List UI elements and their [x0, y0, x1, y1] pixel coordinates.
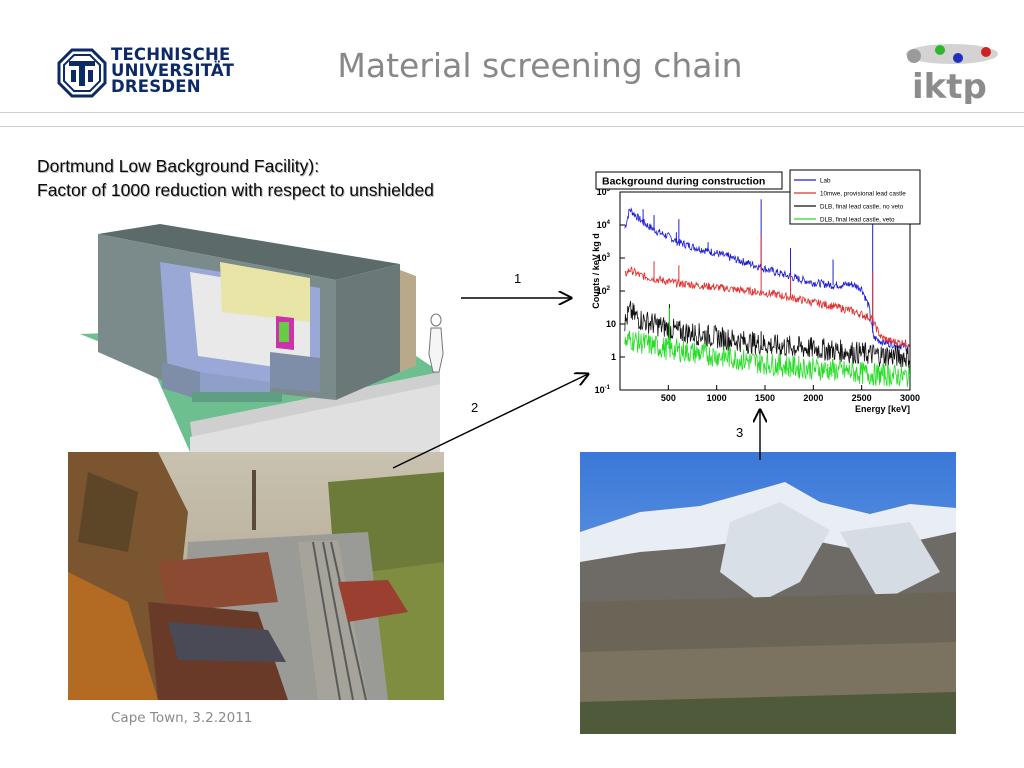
- x-tick-label-5: 3000: [900, 393, 920, 403]
- background-spectrum-chart: 500 1000 1500 2000 2500 3000 10-1 1 10 102 103 104 1…: [588, 168, 924, 424]
- iktp-logo: iktp: [900, 40, 1004, 107]
- legend-entry-3: DLB, final lead castle, veto: [820, 217, 895, 224]
- y-tick-label-2: 10: [606, 319, 616, 329]
- chart-title: Background during construction: [602, 176, 765, 188]
- x-tick-label-0: 500: [661, 393, 676, 403]
- tu-dresden-wordmark: TECHNISCHE UNIVERSITÄT DRESDEN: [111, 45, 235, 96]
- subtitle-line-1: Dortmund Low Background Facility):: [37, 156, 320, 176]
- y-tick-label-4: 103: [597, 253, 611, 263]
- facility-cutaway-illustration: [80, 222, 450, 452]
- spectrum-chart-svg: 500 1000 1500 2000 2500 3000 10-1 1 10 102 103 104 1…: [591, 169, 921, 414]
- arrow-label-3: 3: [736, 425, 743, 440]
- iktp-wordmark: iktp: [912, 67, 987, 104]
- footer-text: Cape Town, 3.2.2011: [111, 710, 253, 726]
- y-tick-label-5: 104: [597, 220, 611, 230]
- x-tick-label-1: 1000: [707, 393, 727, 403]
- series-line-1: [624, 266, 910, 348]
- tu-dresden-logo: TECHNISCHE UNIVERSITÄT DRESDEN: [57, 46, 234, 100]
- series-line-2: [624, 300, 910, 368]
- dortmund-facility-photo: [68, 452, 444, 700]
- y-tick-label-3: 102: [597, 286, 611, 296]
- arrow-label-1: 1: [514, 271, 521, 286]
- x-tick-label-4: 2500: [852, 393, 872, 403]
- x-axis-label: Energy [keV]: [855, 404, 910, 414]
- arrow-label-2: 2: [471, 400, 478, 415]
- page-title: Material screening chain: [337, 46, 743, 85]
- plot-frame: [619, 191, 911, 391]
- header-divider-secondary: [0, 126, 1024, 127]
- y-axis-label: Counts / keV kg d: [591, 233, 601, 309]
- legend-entry-2: DLB, final lead castle, no veto: [820, 204, 904, 211]
- y-tick-label-1: 1: [611, 352, 616, 362]
- x-tick-label-3: 2000: [803, 393, 823, 403]
- legend-entry-1: 10mwe, provisional lead castle: [820, 191, 906, 198]
- subtitle-line-2: Factor of 1000 reduction with respect to…: [37, 180, 434, 200]
- iktp-emblem-icon: iktp: [906, 44, 998, 107]
- legend-box: [789, 169, 921, 225]
- x-tick-label-2: 1500: [755, 393, 775, 403]
- header-divider: [0, 112, 1024, 113]
- chart-title-box: [595, 171, 783, 190]
- legend-entry-0: Lab: [820, 178, 831, 185]
- slide-subtitle: Dortmund Low Background Facility): Facto…: [37, 154, 434, 202]
- series-line-3: [624, 330, 910, 388]
- tu-dresden-emblem-icon: [57, 48, 107, 98]
- mountain-photo: [580, 452, 956, 734]
- y-tick-label-6: 105: [597, 187, 611, 197]
- y-tick-label-0: 10-1: [595, 385, 611, 395]
- series-line-0: [624, 207, 910, 352]
